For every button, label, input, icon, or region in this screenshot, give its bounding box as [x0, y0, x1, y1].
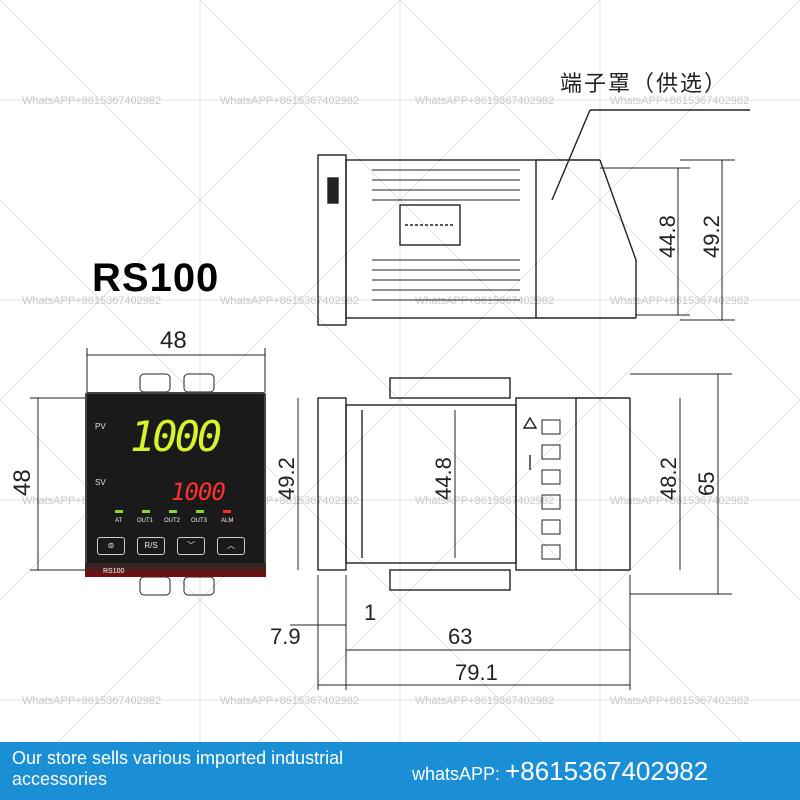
- chevron-down-icon: ﹀: [187, 541, 195, 550]
- svg-text:WhatsAPP+8615367402982: WhatsAPP+8615367402982: [415, 495, 554, 507]
- guide-grid: [0, 0, 800, 743]
- sv-display: 1000: [171, 478, 226, 506]
- dim-top-outer: 49.2: [699, 215, 724, 258]
- led-alm: [223, 510, 231, 513]
- svg-text:WhatsAPP+8615367402982: WhatsAPP+8615367402982: [220, 295, 359, 307]
- store-contact: whatsAPP: +8615367402982: [412, 756, 708, 787]
- dim-panel-gap: 1: [364, 600, 376, 625]
- dim-terminal-height: 48.2: [656, 457, 681, 500]
- dim-top-inner: 44.8: [655, 215, 680, 258]
- dim-total-height: 65: [694, 472, 719, 496]
- svg-text:WhatsAPP+8615367402982: WhatsAPP+8615367402982: [22, 695, 161, 707]
- dim-inner-height: 44.8: [431, 457, 456, 500]
- pv-label: PV: [95, 422, 106, 431]
- pv-display: 1000: [130, 412, 222, 461]
- contact-prefix: whatsAPP:: [412, 764, 506, 784]
- model-title: RS100: [92, 256, 220, 300]
- dim-front-width: 48: [160, 327, 187, 354]
- svg-text:WhatsAPP+8615367402982: WhatsAPP+8615367402982: [610, 95, 749, 107]
- svg-text:WhatsAPP+8615367402982: WhatsAPP+8615367402982: [22, 295, 161, 307]
- down-button[interactable]: ﹀: [177, 537, 205, 555]
- mode-icon: ⊜: [107, 541, 115, 550]
- svg-text:WhatsAPP+8615367402982: WhatsAPP+8615367402982: [610, 295, 749, 307]
- dim-front-height: 48: [9, 469, 36, 496]
- top-view-dims: [600, 159, 735, 321]
- side-view-dims: [290, 373, 732, 690]
- mode-button[interactable]: ⊜: [97, 537, 125, 555]
- controller-front-panel: PV 1000 SV 1000 AT OUT1 OUT2 OUT3 ALM ⊜ …: [85, 392, 266, 577]
- svg-text:WhatsAPP+8615367402982: WhatsAPP+8615367402982: [22, 95, 161, 107]
- top-view: [317, 109, 750, 326]
- svg-text:WhatsAPP+8615367402982: WhatsAPP+8615367402982: [415, 95, 554, 107]
- brand-strip-label: RS100: [103, 568, 125, 575]
- contact-number: +8615367402982: [505, 756, 709, 786]
- indicator-out1: OUT1: [137, 518, 154, 524]
- brand-strip: RS100: [85, 563, 266, 577]
- svg-text:WhatsAPP+8615367402982: WhatsAPP+8615367402982: [220, 95, 359, 107]
- svg-text:WhatsAPP+8615367402982: WhatsAPP+8615367402982: [415, 695, 554, 707]
- indicator-out3: OUT3: [191, 518, 208, 524]
- svg-text:WhatsAPP+8615367402982: WhatsAPP+8615367402982: [220, 695, 359, 707]
- led-out2: [169, 510, 177, 513]
- indicator-out2: OUT2: [164, 518, 181, 524]
- indicator-alm: ALM: [221, 518, 234, 524]
- dim-bezel-depth: 7.9: [270, 624, 301, 649]
- sv-label: SV: [95, 478, 106, 487]
- terminal-cover-label: 端子罩（供选）: [560, 72, 729, 97]
- store-banner-text: Our store sells various imported industr…: [12, 748, 344, 789]
- side-view: [317, 377, 631, 591]
- store-banner: [0, 742, 800, 800]
- chevron-up-icon: ︿: [227, 541, 235, 550]
- led-out1: [142, 510, 150, 513]
- led-out3: [196, 510, 204, 513]
- svg-text:WhatsAPP+8615367402982: WhatsAPP+8615367402982: [415, 295, 554, 307]
- indicator-at: AT: [115, 518, 123, 524]
- svg-text:WhatsAPP+8615367402982: WhatsAPP+8615367402982: [610, 695, 749, 707]
- run-stop-button[interactable]: R/S: [137, 537, 165, 555]
- dim-body-height: 49.2: [274, 457, 299, 500]
- up-button[interactable]: ︿: [217, 537, 245, 555]
- dim-body-depth: 63: [448, 624, 472, 649]
- dim-total-depth: 79.1: [455, 660, 498, 685]
- led-at: [115, 510, 123, 513]
